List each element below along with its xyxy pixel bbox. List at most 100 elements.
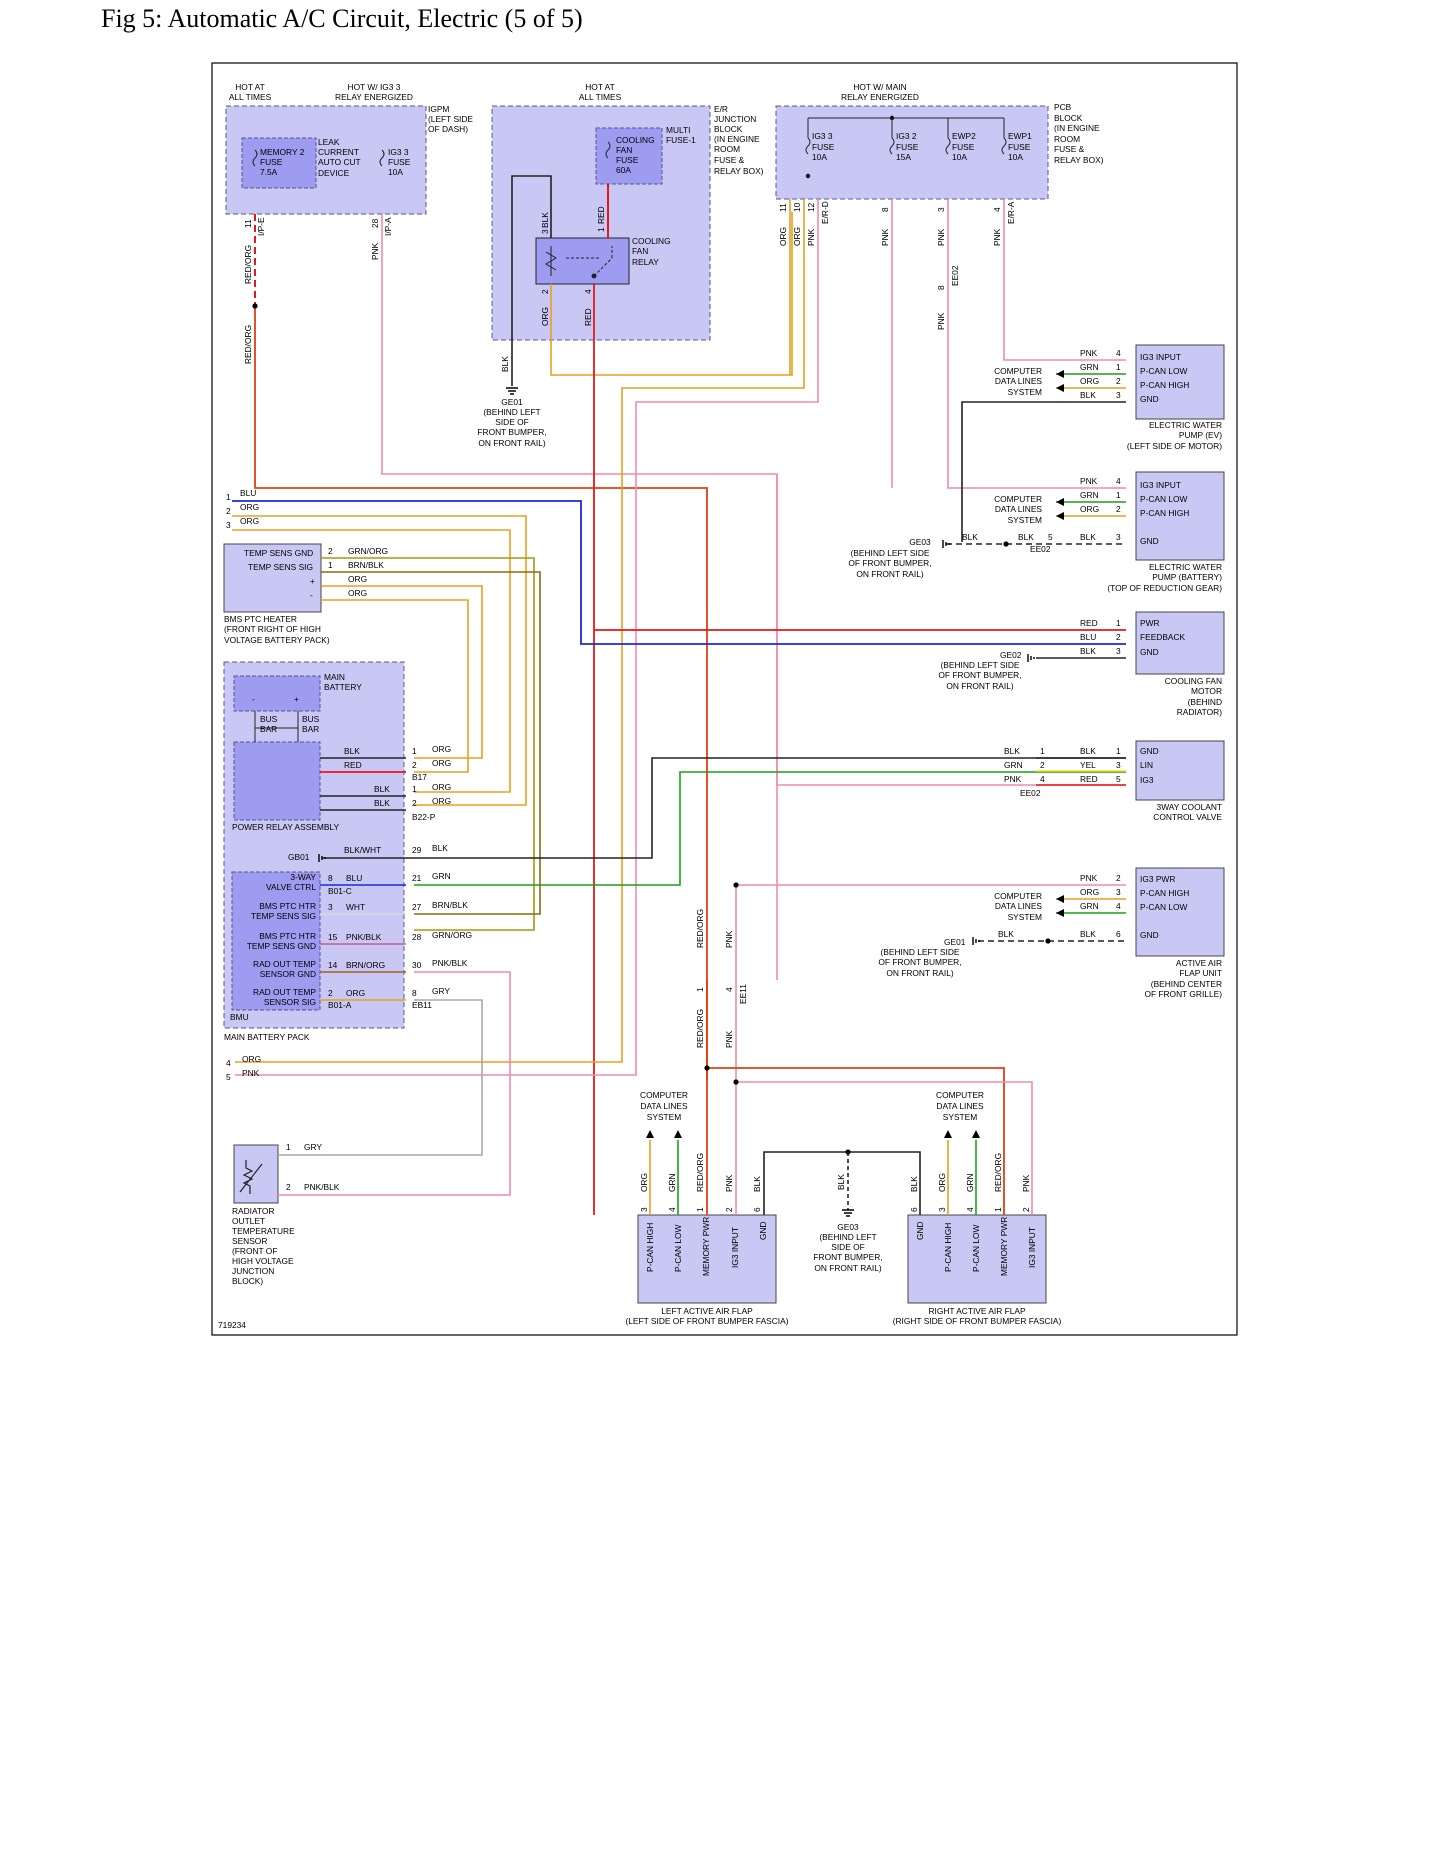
device-label: DEVICE (318, 168, 350, 178)
wire-code: PNK (1021, 1174, 1031, 1192)
ground-label: ON FRONT RAIL) (478, 438, 546, 448)
battery-busbar (254, 711, 299, 742)
wire-code: RED (583, 308, 593, 326)
wire-code: YEL (1080, 760, 1096, 770)
component-label: OUTLET (232, 1216, 265, 1226)
cooling-fan-motor (1135, 611, 1225, 675)
arrow-icon (1056, 895, 1064, 903)
pin-label: P-CAN LOW (971, 1224, 981, 1272)
wire-code: ORG (346, 988, 365, 998)
thermistor-icon (239, 1160, 263, 1194)
ground-label: GE01 (944, 937, 966, 947)
pin-number: 2 (226, 506, 231, 516)
pin-number: 12 (806, 202, 816, 212)
component-label: MOTOR (1191, 686, 1222, 696)
wire-code: GRN (1080, 490, 1099, 500)
pin-number: 30 (412, 960, 422, 970)
memory2-fuse-box (241, 137, 317, 189)
wire-red-org-main (254, 306, 708, 1080)
ground-label: ON FRONT RAIL) (856, 569, 924, 579)
component-label: TEMPERATURE (232, 1226, 295, 1236)
wire-pnk-pcb-3 (947, 199, 1112, 489)
pin-label: P-CAN LOW (673, 1224, 683, 1272)
wire-code: PNK (724, 930, 734, 948)
component-label: (RIGHT SIDE OF FRONT BUMPER FASCIA) (893, 1316, 1062, 1326)
fuse-label: EWP2 (952, 131, 976, 141)
pin-number: 3 (1116, 760, 1121, 770)
wire-code: RED/ORG (243, 325, 253, 364)
fuse-label: FUSE (260, 157, 283, 167)
pin-number: 3 (639, 1207, 649, 1212)
pin-number: 8 (936, 285, 946, 290)
component-label: RADIATOR (232, 1206, 275, 1216)
ground-label: (BEHIND LEFT SIDE (941, 660, 1020, 670)
wire-code: BLK (998, 929, 1014, 939)
igpm-label: OF DASH) (428, 124, 468, 134)
radiator-outlet-temp-sensor (233, 1144, 279, 1204)
block-label: FUSE & (1054, 144, 1085, 154)
wire-brn-blk (321, 571, 541, 915)
wire-grn-bmu (414, 771, 1126, 886)
busbar-label: BUS (260, 714, 278, 724)
pin-number: 4 (583, 289, 593, 294)
wire-code: ORG (432, 782, 451, 792)
relay-label: RELAY (632, 257, 659, 267)
fuse-label: 10A (1008, 152, 1023, 162)
ground-symbol-ge03b (842, 1209, 854, 1217)
wire-code: ORG (540, 307, 550, 326)
pin-number: 14 (328, 960, 338, 970)
pin-number: 4 (1116, 901, 1121, 911)
wire-code: GRN (1080, 901, 1099, 911)
component-label: BMU (230, 1012, 249, 1022)
pin-label: RAD OUT TEMP (253, 987, 316, 997)
pin-number: 5 (1116, 774, 1121, 784)
pin-number: 1 (1116, 362, 1121, 372)
data-lines-label: SYSTEM (1008, 515, 1042, 525)
component-label: VOLTAGE BATTERY PACK) (224, 635, 330, 645)
wire-blk-ewp-ev (961, 401, 1126, 542)
component-label: 3WAY COOLANT (1157, 802, 1222, 812)
pin-number: 6 (1116, 929, 1121, 939)
pin-number: 1 (695, 987, 705, 992)
pin-label: TEMP SENS SIG (248, 562, 313, 572)
wire-code: BLK (1018, 532, 1034, 542)
component-label: (LEFT SIDE OF MOTOR) (1127, 441, 1222, 451)
wire-org-1 (232, 515, 527, 806)
diagram-id: 719234 (218, 1320, 246, 1330)
wire-code: BLU (240, 488, 256, 498)
pin-number: 2 (286, 1182, 291, 1192)
fuse-label: EWP1 (1008, 131, 1032, 141)
junction-dot (805, 173, 811, 179)
fuse-label: 10A (388, 167, 403, 177)
pin-number: 5 (1048, 532, 1053, 542)
ground-symbol-ge01b (972, 937, 980, 945)
ground-label: ON FRONT RAIL) (886, 968, 954, 978)
connector-label: E/R-D (820, 201, 830, 224)
wire-code: GRY (432, 986, 450, 996)
pcb-bus (807, 117, 1005, 138)
wire-code: BLK (1004, 746, 1020, 756)
pin-number: 3 (1116, 646, 1121, 656)
block-label: RELAY BOX) (1054, 155, 1104, 165)
pin-number: 11 (243, 219, 253, 228)
pin-number: 2 (1116, 376, 1121, 386)
fuse-icon (1001, 137, 1007, 155)
pin-label: GND (1140, 536, 1159, 546)
wire-pnk-right (736, 1081, 1033, 1215)
wire-code: ORG (432, 744, 451, 754)
wire-code: BRN/ORG (346, 960, 385, 970)
arrow-icon (972, 1130, 980, 1138)
pin-label: IG3 INPUT (1140, 480, 1181, 490)
component-label: BMS PTC HEATER (224, 614, 297, 624)
pin-number: 2 (412, 760, 417, 770)
wire-code: PNK (370, 242, 380, 260)
relay-label: FAN (632, 246, 648, 256)
wire-code: ORG (242, 1054, 261, 1064)
junction-dot (1003, 541, 1009, 547)
busbar-label: BAR (260, 724, 277, 734)
junction-dot (252, 303, 258, 309)
pin-number: 11 (778, 203, 788, 212)
pin-number: 1 (695, 1207, 705, 1212)
component-label: ELECTRIC WATER (1149, 420, 1222, 430)
connector-label: E/R-A (1006, 201, 1016, 224)
